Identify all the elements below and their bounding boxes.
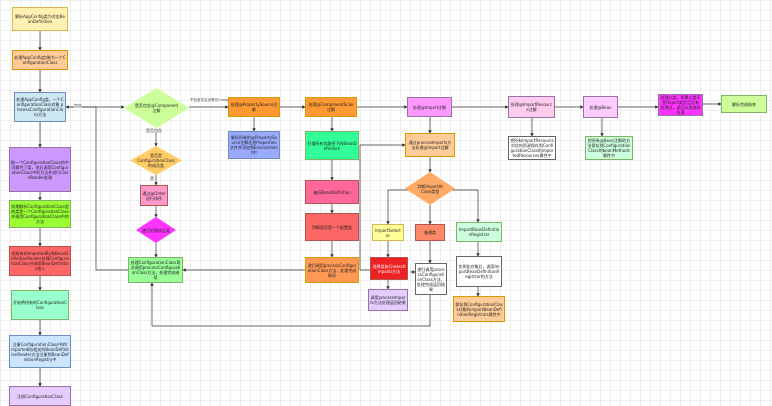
bean-definition-wrap-node: 处理AppConfig包装为一个ConfigurationClass <box>12 50 68 70</box>
edge-label-not-contains: 不包含并且没有@Component注解 <box>190 98 246 103</box>
component-scan-step: 处理@ComponentScan注解 <box>305 97 357 117</box>
config-class-green-node: 如果解析ConfigurationClass里的类是一个Configuratio… <box>9 200 71 228</box>
edge <box>359 143 406 271</box>
member-class-decision: 是否是ConfigurationClass的成员类 <box>130 146 182 175</box>
parse-complete-end: 解析完成结束 <box>721 95 767 113</box>
edge <box>450 189 480 223</box>
import-step: 处理@Import注解 <box>407 97 452 117</box>
normal-class-node: 普通类 <box>415 224 445 241</box>
process-config-class-node: 处理AppConfig类，一个ConfigurationClass对象 proc… <box>14 92 66 122</box>
bean-step: 处理@Bean <box>583 96 618 118</box>
edge <box>65 105 128 271</box>
import-type-decision: 判断Import的Class类型 <box>405 172 455 205</box>
import-resource-step: 处理@ImportResource注解 <box>508 96 555 118</box>
member-recurse-decision-label: 递归处理成员类 <box>142 227 170 233</box>
import-resource-desc: 把所有ImportResource对应的资源保存到ConfigurationCl… <box>508 136 556 160</box>
bean-methods-desc: 把所有@Bean注解的方法保存到ConfigurationClass的beanM… <box>585 136 633 160</box>
iterate-bean-def-node: 遍历BeanDefinition <box>305 180 359 204</box>
import-result-node: 调用processImports方法处理返回结果 <box>368 289 408 311</box>
superclass-step: 处理父类，如果父类不是Object类型且没有处理过，返回父类继续处理 <box>658 94 703 116</box>
recursive-scan-node: 递归调用processConfigurationClass方法，处理完成继续 <box>305 257 359 283</box>
member-recurse-decision: 递归处理成员类 <box>136 217 176 243</box>
normal-class-process-node: 递归调用processConfigurationClass方法，处理完成返回结果 <box>415 263 447 295</box>
scan-packages-node: 扫描所有包路径下的BeanDefinition <box>305 131 359 160</box>
edge-label-contains: 包含 <box>74 103 82 108</box>
register-config-class-node: 注册ConfigurationClass <box>9 386 71 406</box>
edge-label-is-inner: 是否包含 <box>146 128 162 133</box>
select-imports-node: 选择类执行selectImports方法 <box>370 257 408 280</box>
is-config-class-node: 判断是否是一个配置类 <box>305 213 359 241</box>
component-decision: 是否包含@Component注解 <box>124 88 189 128</box>
registrar-node: ImportBeanDefinitionRegistrar <box>456 222 502 242</box>
process-imports-node: 通过processImports方法处理@Import注解 <box>405 133 455 157</box>
component-decision-label: 是否包含@Component注解 <box>134 103 179 113</box>
registrar-instantiate-node: 实例化对象后，调用ImportBeanDefinitionRegistrar的方… <box>456 256 502 287</box>
edge-label-yes: 是 <box>150 176 154 181</box>
import-selector-node: ImportSelector <box>372 224 404 241</box>
order-sort-node: 通过@Order进行排序 <box>140 185 168 206</box>
registrar-save-node: 保存到ConfigurationClass对象的importBeanDefini… <box>453 296 505 322</box>
import-type-decision-label: 判断Import的Class类型 <box>417 183 443 194</box>
property-source-desc: 解析所有的@PropertySource注解信息Properties文件并添加到… <box>228 131 280 159</box>
member-class-decision-label: 是否是ConfigurationClass的成员类 <box>137 153 175 168</box>
recursive-process-node: 处理ConfigurationClass再次调用processConfigura… <box>128 257 183 283</box>
reader-register-node: 把所有的ImportedBy和BeanDefinitionReader处理Con… <box>9 246 71 276</box>
all-config-classes-node: 开始将所有的ConfigurationClass <box>11 290 69 320</box>
register-registry-node: 注册ConfigurationClass中的ImportedBy相关的BeanD… <box>9 335 71 368</box>
edge <box>150 282 431 327</box>
start-node: 解析AppConfig类为对应BeanDefinition <box>12 7 68 31</box>
property-source-step: 处理@PropertySource注解 <box>228 97 280 117</box>
member-class-node: 取一个ConfigurationClass的中间属性了类，然后调用Configu… <box>9 147 71 192</box>
edge <box>386 189 410 225</box>
